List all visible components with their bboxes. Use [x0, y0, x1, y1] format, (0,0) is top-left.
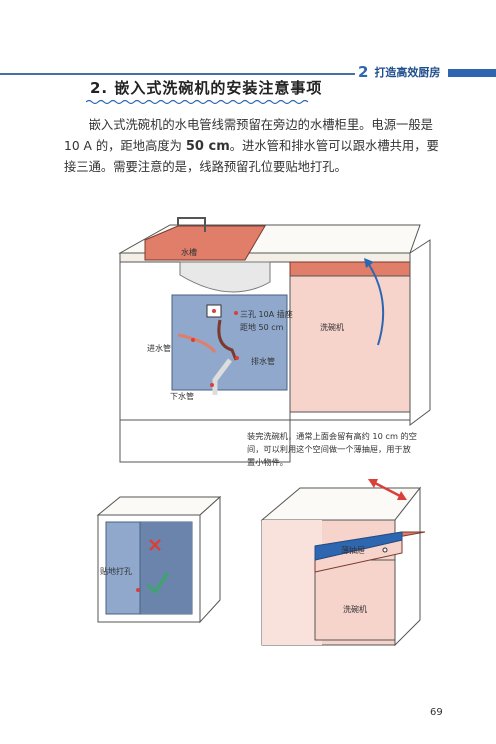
floor-hole-illustration — [96, 495, 222, 624]
down-pipe-label: 下水管 — [170, 391, 194, 401]
chapter-badge: 2 打造高效厨房 — [358, 63, 440, 81]
drawer-label: 薄抽屉 — [341, 545, 365, 555]
socket-label-2: 距地 50 cm — [240, 322, 284, 332]
paragraph-bold-height: 50 cm — [185, 139, 230, 154]
chapter-number: 2 — [358, 63, 369, 81]
header-rule — [0, 73, 355, 75]
page-number: 69 — [430, 707, 443, 718]
sink-label: 水槽 — [181, 247, 197, 257]
wavy-underline — [86, 99, 309, 105]
sink-cabinet-illustration — [118, 217, 431, 463]
dishwasher-label-2: 洗碗机 — [343, 604, 367, 614]
body-paragraph: 嵌入式洗碗机的水电管线需预留在旁边的水槽柜里。电源一般是 10 A 的，距地高度… — [64, 115, 442, 178]
socket-label-1: 三孔 10A 插座 — [240, 309, 293, 319]
paragraph-text-1: 嵌入式洗碗机的水电管线需预留在旁边的水槽柜里。电源一般是 10 A 的，距地高度… — [64, 118, 433, 153]
floor-hole-label: 贴地打孔 — [100, 566, 132, 576]
chapter-title: 打造高效厨房 — [374, 66, 441, 79]
inlet-pipe-label: 进水管 — [147, 343, 171, 353]
drawer-illustration — [260, 479, 426, 647]
header-tail-bar — [448, 69, 496, 77]
drain-pipe-label: 排水管 — [251, 356, 275, 366]
dishwasher-label: 洗碗机 — [320, 322, 344, 332]
drawer-note: 装完洗碗机，通常上面会留有高约 10 cm 的空间，可以利用这个空间做一个薄抽屉… — [247, 431, 417, 467]
paragraph-text-2: 。进水管和排水管可以跟水槽共用，要接三通。需要注意的是，线路预留孔位要贴地打孔。 — [64, 139, 439, 174]
section-title: 2. 嵌入式洗碗机的安装注意事项 — [90, 79, 323, 97]
chapter-header: 2 打造高效厨房 — [0, 30, 496, 81]
